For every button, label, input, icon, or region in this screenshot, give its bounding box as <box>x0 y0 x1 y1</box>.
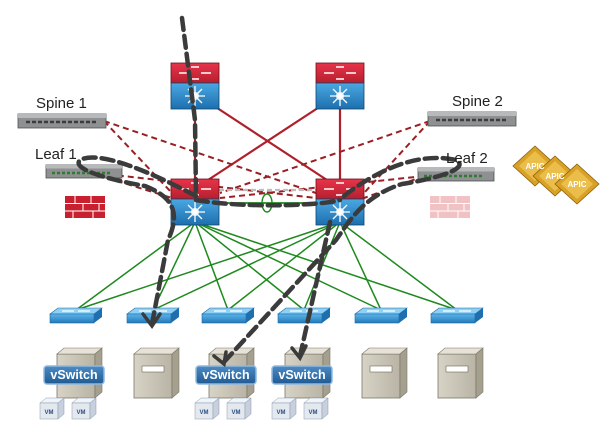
vm-group-2: VM VM <box>194 397 252 420</box>
vswitch-label: vSwitch <box>278 368 325 382</box>
vm-label: VM <box>77 410 86 416</box>
flow-arrowheads <box>141 312 308 368</box>
vswitch-label: vSwitch <box>202 368 249 382</box>
access-links <box>75 221 458 311</box>
access-switch-icon <box>354 307 408 324</box>
server-icon <box>361 347 408 399</box>
leaf-1-label: Leaf 1 <box>35 146 77 163</box>
vm-label: VM <box>277 410 286 416</box>
vm-label: VM <box>45 410 54 416</box>
vswitch-2: vSwitch <box>195 365 257 385</box>
vswitch-label: vSwitch <box>50 368 97 382</box>
access-switch-icon <box>277 307 331 324</box>
apic-label: APIC <box>525 162 544 171</box>
spine-leaf-dashed-links <box>87 120 431 199</box>
vm-group-1: VM VM <box>39 397 97 420</box>
server-icon <box>133 347 180 399</box>
spine-2-label: Spine 2 <box>452 93 503 110</box>
access-switch-icon <box>201 307 255 324</box>
server-icon <box>437 347 484 399</box>
vswitch-3: vSwitch <box>271 365 333 385</box>
firewall-icon <box>64 195 106 219</box>
vswitch-1: vSwitch <box>43 365 105 385</box>
spine-2-switch <box>427 111 517 127</box>
apic-label: APIC <box>545 172 564 181</box>
vm-label: VM <box>309 410 318 416</box>
traffic-flow-paths <box>76 15 462 365</box>
leaf-2-label: Leaf 2 <box>446 150 488 167</box>
vm-label: VM <box>200 410 209 416</box>
vm-label: VM <box>232 410 241 416</box>
top-right-router-icon <box>315 62 365 110</box>
spine-1-label: Spine 1 <box>36 95 87 112</box>
apic-cluster: APIC APIC APIC <box>512 145 600 205</box>
firewall-faded-icon <box>429 195 471 219</box>
access-switch-icon <box>430 307 484 324</box>
top-left-router-icon <box>170 62 220 110</box>
core-links <box>193 99 342 183</box>
vm-group-3: VM VM <box>271 397 329 420</box>
apic-label: APIC <box>567 180 586 189</box>
spine-1-switch <box>17 113 107 129</box>
access-switch-icon <box>49 307 103 324</box>
